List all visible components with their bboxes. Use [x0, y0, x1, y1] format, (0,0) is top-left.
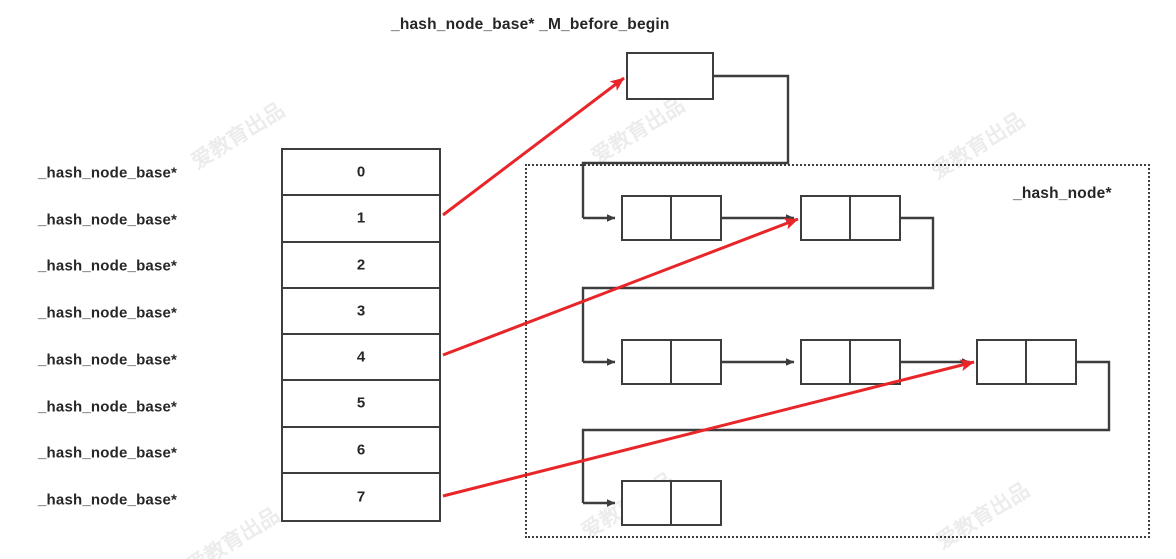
node-next-cell — [672, 341, 721, 383]
bucket-cell-7[interactable]: 7 — [283, 473, 439, 520]
bucket-cell-2[interactable]: 2 — [283, 242, 439, 289]
chain2-node1 — [621, 339, 722, 385]
bucket-index-3: 3 — [356, 302, 366, 320]
bucket-row-label-1: _hash_node_base* — [38, 211, 178, 229]
bucket-index-4: 4 — [356, 348, 366, 366]
node-value-cell — [623, 197, 672, 239]
page-title: _hash_node_base* _M_before_begin — [391, 16, 670, 33]
node-next-cell — [672, 482, 721, 524]
node-value-cell — [623, 341, 672, 383]
hash-node-region-label: _hash_node* — [1013, 185, 1112, 202]
bucket-row-label-7: _hash_node_base* — [38, 491, 178, 509]
chain3-node1 — [621, 480, 722, 526]
watermark: 爱教育出品 — [182, 502, 284, 559]
bucket-row-label-3: _hash_node_base* — [38, 304, 178, 322]
node-next-cell — [851, 341, 900, 383]
bucket-cell-6[interactable]: 6 — [283, 427, 439, 474]
node-value-cell — [802, 341, 851, 383]
bucket-cell-3[interactable]: 3 — [283, 288, 439, 335]
bucket-index-1: 1 — [356, 209, 366, 227]
bucket-cell-4[interactable]: 4 — [283, 335, 439, 382]
node-value-cell — [802, 197, 851, 239]
chain2-node2 — [800, 339, 901, 385]
bucket-table: 0 1 2 3 4 5 6 7 — [281, 148, 441, 522]
bucket-row-label-0: _hash_node_base* — [38, 164, 178, 182]
bucket-row-label-4: _hash_node_base* — [38, 351, 178, 369]
watermark: 爱教育出品 — [587, 92, 689, 169]
bucket-cell-1[interactable]: 1 — [283, 196, 439, 243]
node-next-cell — [1027, 341, 1076, 383]
chain1-node2 — [800, 195, 901, 241]
watermark: 爱教育出品 — [187, 97, 289, 174]
bucket-index-0: 0 — [356, 163, 366, 181]
bucket-row-label-5: _hash_node_base* — [38, 398, 178, 416]
node-value-cell — [623, 482, 672, 524]
bucket-row-label-2: _hash_node_base* — [38, 257, 178, 275]
node-value-cell — [978, 341, 1027, 383]
node-next-cell — [672, 197, 721, 239]
node-next-cell — [851, 197, 900, 239]
bucket-cell-5[interactable]: 5 — [283, 381, 439, 428]
bucket-index-7: 7 — [356, 488, 366, 506]
bucket-index-5: 5 — [356, 394, 366, 412]
chain2-node3 — [976, 339, 1077, 385]
bucket-cell-0[interactable]: 0 — [283, 150, 439, 197]
bucket-row-label-6: _hash_node_base* — [38, 444, 178, 462]
bucket-index-2: 2 — [356, 256, 366, 274]
chain1-node1 — [621, 195, 722, 241]
before-begin-node-box — [626, 52, 714, 100]
bucket-index-6: 6 — [356, 441, 366, 459]
